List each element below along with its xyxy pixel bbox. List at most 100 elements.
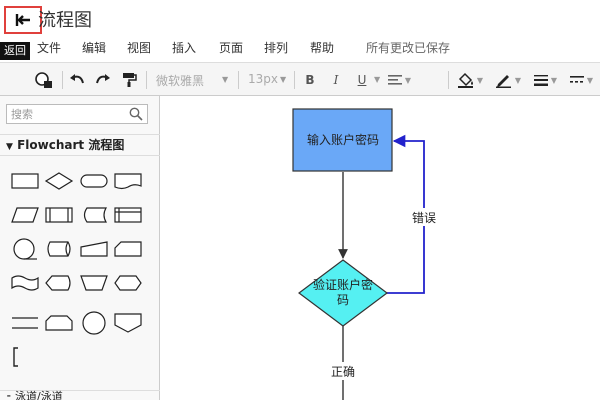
diagram-canvas[interactable]: 输入账户密码 验证账户密 码 错误 正确 xyxy=(161,96,600,400)
back-button[interactable] xyxy=(4,6,42,34)
shape-loop-limit[interactable] xyxy=(42,308,76,338)
title-bar: 流程图 xyxy=(0,0,600,36)
menu-page[interactable]: 页面 xyxy=(219,41,244,55)
internal-storage-shape-icon xyxy=(114,207,142,223)
line-color-caret-icon: ▼ xyxy=(514,75,522,85)
diamond-shape-icon xyxy=(44,172,74,190)
shape-internal-storage[interactable] xyxy=(111,200,145,230)
line-style-caret-icon: ▼ xyxy=(586,75,594,85)
italic-icon: I xyxy=(333,73,339,87)
off-page-connector-shape-icon xyxy=(114,313,142,333)
align-left-icon xyxy=(387,75,402,85)
circle-tail-shape-icon xyxy=(13,238,37,260)
save-status: 所有更改已保存 xyxy=(366,41,451,55)
edge-label-correct[interactable]: 正确 xyxy=(331,365,355,379)
shape-manual-input[interactable] xyxy=(77,234,111,264)
italic-button[interactable]: I xyxy=(326,63,346,97)
underline-icon: U xyxy=(357,73,367,87)
shape-process[interactable] xyxy=(8,166,42,196)
cylinder-horizontal-shape-icon xyxy=(47,241,71,257)
shape-data[interactable] xyxy=(8,200,42,230)
paper-tape-shape-icon xyxy=(11,275,39,291)
manual-input-shape-icon xyxy=(80,241,108,257)
menu-file[interactable]: 文件 xyxy=(37,41,62,55)
shape-format-icon xyxy=(35,72,52,88)
shape-display[interactable] xyxy=(42,268,76,298)
line-color-button[interactable]: ▼ xyxy=(490,63,526,97)
shape-preparation[interactable] xyxy=(111,268,145,298)
line-width-caret-icon: ▼ xyxy=(550,75,558,85)
category-swimlane[interactable]: ⁃ 泳道/泳道 xyxy=(0,390,160,400)
edge-label-error[interactable]: 错误 xyxy=(412,211,436,225)
fill-caret-icon: ▼ xyxy=(476,75,484,85)
search-box xyxy=(6,104,148,124)
font-size-input[interactable]: 13px xyxy=(248,72,278,86)
hexagon-shape-icon xyxy=(114,275,142,291)
rectangle-shape-icon xyxy=(11,173,39,189)
toolbar: 微软雅黑 ▼ 13px ▼ B I U ▼ ▼ ▼ ▼ ▼ xyxy=(0,62,600,96)
shape-document[interactable] xyxy=(111,166,145,196)
line-width-icon xyxy=(533,75,548,86)
loop-limit-shape-icon xyxy=(45,315,73,331)
shape-stored-data[interactable] xyxy=(77,200,111,230)
pen-icon xyxy=(495,75,511,88)
diagram-svg: 输入账户密码 验证账户密 码 错误 正确 xyxy=(292,108,441,400)
paint-roller-icon xyxy=(123,73,137,87)
node-input-label: 输入账户密码 xyxy=(307,132,379,147)
shape-predefined-process[interactable] xyxy=(42,200,76,230)
format-panel-button[interactable] xyxy=(30,63,58,97)
redo-icon xyxy=(96,74,110,84)
shape-direct-data[interactable] xyxy=(42,234,76,264)
line-width-button[interactable]: ▼ xyxy=(528,63,562,97)
shape-card[interactable] xyxy=(111,234,145,264)
menu-help[interactable]: 帮助 xyxy=(310,41,335,55)
shape-parallel-mode[interactable] xyxy=(8,308,42,338)
shape-paper-tape[interactable] xyxy=(8,268,42,298)
shape-manual-operation[interactable] xyxy=(77,268,111,298)
parallelogram-shape-icon xyxy=(11,207,39,223)
bold-button[interactable]: B xyxy=(300,63,320,97)
fill-color-button[interactable]: ▼ xyxy=(452,63,488,97)
font-family-select[interactable]: 微软雅黑 xyxy=(156,74,205,88)
shape-annotation[interactable] xyxy=(4,342,38,372)
menu-view[interactable]: 视图 xyxy=(127,41,152,55)
circle-shape-icon xyxy=(82,311,106,335)
stored-data-shape-icon xyxy=(83,207,108,223)
undo-icon xyxy=(70,74,84,84)
bracket-shape-icon xyxy=(13,347,18,367)
font-size-caret-icon: ▼ xyxy=(280,75,287,84)
search-input[interactable] xyxy=(7,105,125,123)
underline-button[interactable]: U xyxy=(352,63,372,97)
trapezoid-shape-icon xyxy=(80,275,108,291)
menu-edit[interactable]: 编辑 xyxy=(82,41,107,55)
menu-arrange[interactable]: 排列 xyxy=(264,41,289,55)
undo-button[interactable] xyxy=(66,63,88,97)
shape-sequential-data[interactable] xyxy=(8,234,42,264)
shape-terminator[interactable] xyxy=(77,166,111,196)
card-shape-icon xyxy=(114,241,142,257)
rounded-rect-shape-icon xyxy=(80,174,108,188)
collapse-triangle-icon: ▼ xyxy=(6,142,13,152)
line-style-button[interactable]: ▼ xyxy=(564,63,598,97)
bold-icon: B xyxy=(305,73,315,87)
shape-off-page-connector[interactable] xyxy=(111,308,145,338)
format-painter-button[interactable] xyxy=(118,63,140,97)
redo-button[interactable] xyxy=(92,63,114,97)
node-input-password[interactable]: 输入账户密码 xyxy=(292,108,393,172)
paint-bucket-icon xyxy=(457,72,473,88)
category-flowchart-label: Flowchart 流程图 xyxy=(17,138,125,152)
shape-connector[interactable] xyxy=(77,308,111,338)
shape-decision[interactable] xyxy=(42,166,76,196)
category-flowchart[interactable]: ▼ Flowchart 流程图 xyxy=(0,134,160,156)
menu-bar: 文件 编辑 视图 插入 页面 排列 帮助 所有更改已保存 xyxy=(0,36,600,58)
document-title[interactable]: 流程图 xyxy=(38,10,92,31)
search-icon[interactable] xyxy=(129,107,143,121)
menu-insert[interactable]: 插入 xyxy=(172,41,197,55)
shape-sidebar: ▼ Flowchart 流程图 xyxy=(0,96,160,400)
predefined-process-shape-icon xyxy=(45,207,73,223)
align-button[interactable]: ▼ xyxy=(384,63,414,97)
node-verify-password[interactable]: 验证账户密 码 xyxy=(298,259,388,327)
node-verify-label-line2: 码 xyxy=(337,293,349,307)
node-verify-label-line1: 验证账户密 xyxy=(313,277,373,292)
parallel-lines-shape-icon xyxy=(12,317,38,329)
